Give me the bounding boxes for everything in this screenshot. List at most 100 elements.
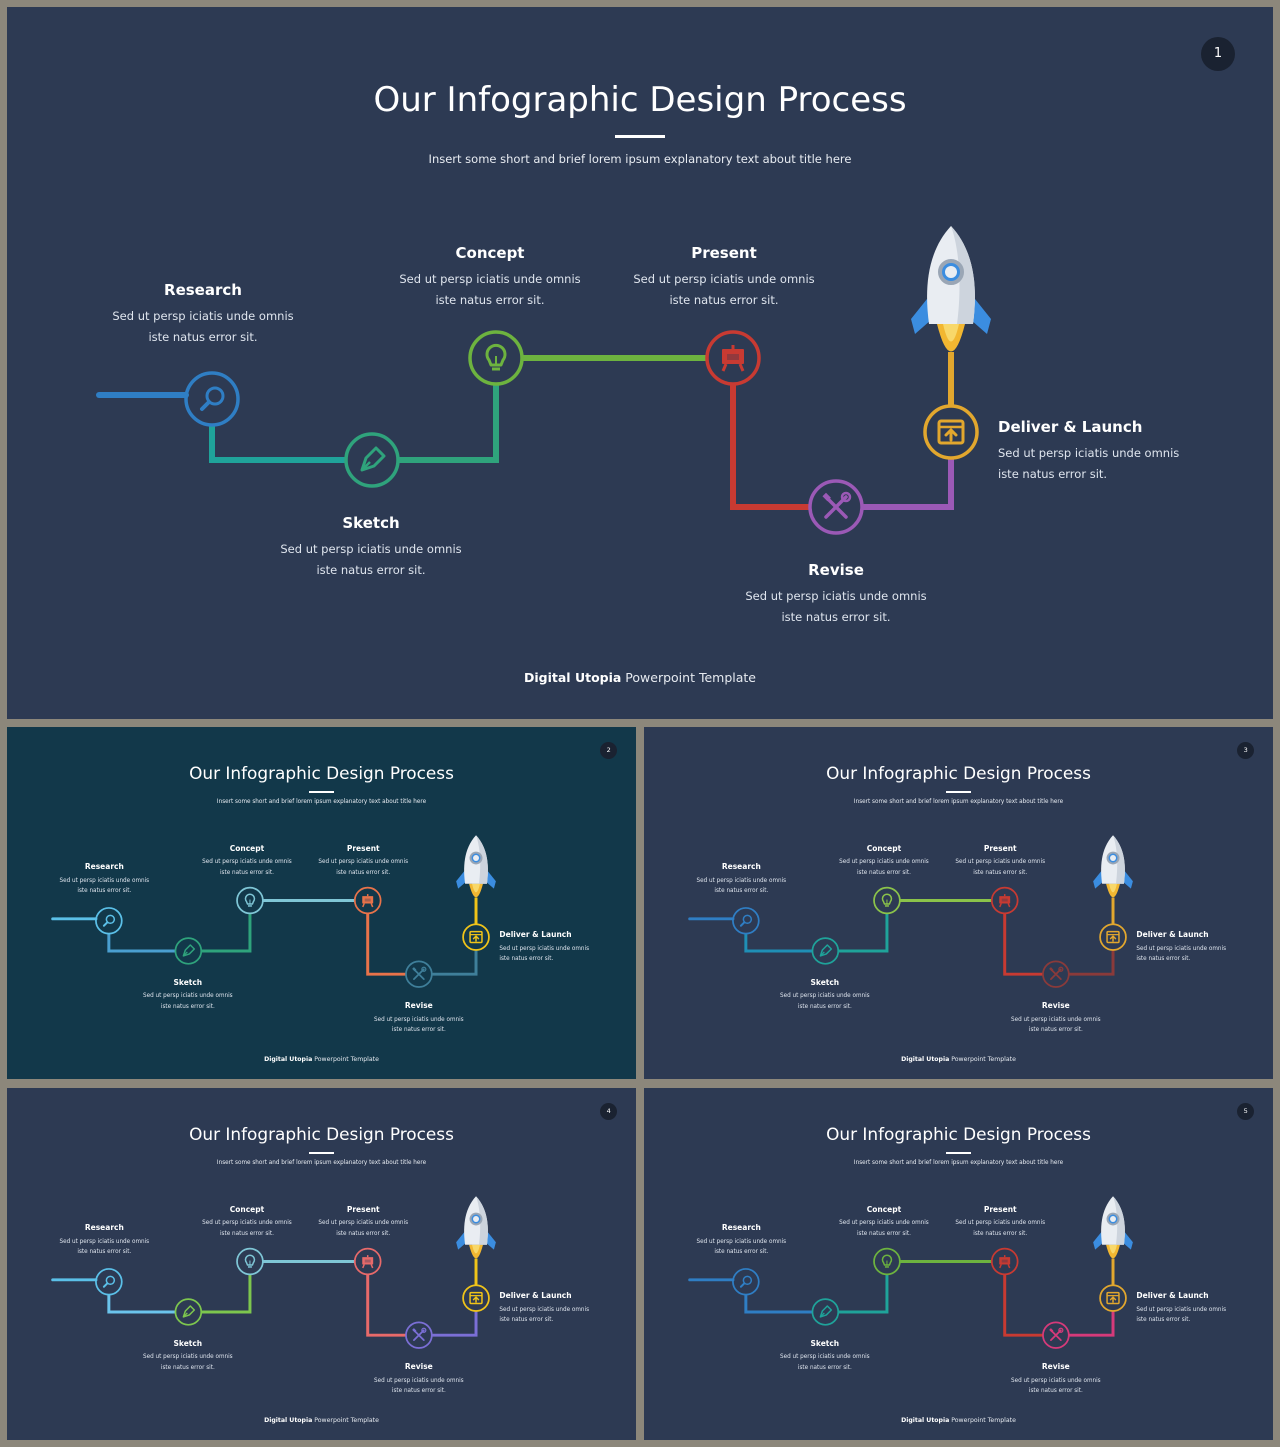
node-present: [990, 886, 1019, 915]
footer-brand: Digital Utopia: [901, 1056, 950, 1064]
step-research-title: Research: [721, 862, 761, 872]
step-concept: Concept Sed ut persp iciatis unde omnis …: [310, 242, 670, 311]
node-revise: [808, 479, 864, 535]
slide-subtitle: Insert some short and brief lorem ipsum …: [428, 152, 852, 166]
step-present-desc-line2: iste natus error sit.: [973, 1230, 1028, 1237]
pen-icon: [819, 1305, 833, 1318]
slide-5[interactable]: 5 Our Infographic Design Process Insert …: [644, 1088, 1273, 1440]
slide-subtitle: Insert some short and brief lorem ipsum …: [216, 1160, 427, 1166]
node-research: [95, 1268, 123, 1296]
step-present: Present Sed ut persp iciatis unde omnis …: [911, 1205, 1090, 1239]
presentation-board-icon: [999, 1255, 1011, 1269]
step-sketch: Sketch Sed ut persp iciatis unde omnis i…: [98, 978, 277, 1012]
step-deliver-desc-line2: iste natus error sit.: [499, 1317, 554, 1323]
path-sketch-concept: [838, 913, 889, 953]
presentation-board-icon: [721, 345, 745, 372]
launch-window-icon: [469, 930, 483, 944]
step-deliver-desc-line1: Sed ut persp iciatis unde omnis: [499, 1306, 590, 1313]
step-sketch: Sketch Sed ut persp iciatis unde omnis i…: [98, 1339, 277, 1373]
slide-2[interactable]: 2 Our Infographic Design Process Insert …: [7, 727, 636, 1079]
step-research-desc-line2: iste natus error sit.: [714, 887, 769, 894]
rocket-icon: [911, 226, 991, 352]
step-research: Research Sed ut persp iciatis unde omnis…: [652, 862, 831, 896]
launch-window-icon: [937, 419, 965, 445]
step-revise: Revise Sed ut persp iciatis unde omnis i…: [966, 1001, 1145, 1035]
step-research: Research Sed ut persp iciatis unde omnis…: [652, 1223, 831, 1257]
step-sketch: Sketch Sed ut persp iciatis unde omnis i…: [735, 978, 914, 1012]
node-sketch: [174, 937, 203, 965]
step-sketch-title: Sketch: [342, 514, 400, 532]
node-revise: [405, 1321, 433, 1349]
step-sketch: Sketch Sed ut persp iciatis unde omnis i…: [191, 512, 551, 581]
search-icon: [739, 1275, 753, 1288]
footer-text: Powerpoint Template: [312, 1417, 379, 1425]
process-diagram: [96, 226, 991, 535]
step-deliver-desc-line1: Sed ut persp iciatis unde omnis: [1136, 945, 1227, 952]
step-present-desc-line1: Sed ut persp iciatis unde omnis: [955, 859, 1046, 866]
step-sketch-desc-line1: Sed ut persp iciatis unde omnis: [280, 542, 462, 556]
path-revise-deliver: [1068, 949, 1115, 976]
path-research-sketch: [744, 1294, 813, 1314]
slide-number-badge: 5: [1237, 1102, 1255, 1120]
step-concept-desc-line2: iste natus error sit.: [856, 869, 911, 876]
step-present-title: Present: [983, 843, 1017, 853]
slide-subtitle: Insert some short and brief lorem ipsum …: [853, 1160, 1064, 1166]
step-concept-desc-line1: Sed ut persp iciatis unde omnis: [839, 1220, 929, 1227]
step-concept-title: Concept: [866, 1204, 902, 1214]
slide-footer: Digital Utopia Powerpoint Template: [644, 1055, 1273, 1065]
step-present-desc-line2: iste natus error sit.: [336, 1230, 391, 1237]
footer-text: Powerpoint Template: [949, 1417, 1016, 1425]
slide-subtitle: Insert some short and brief lorem ipsum …: [216, 799, 427, 805]
node-deliver: [1099, 1284, 1127, 1312]
step-deliver-title: Deliver & Launch: [1136, 930, 1209, 940]
step-concept: Concept Sed ut persp iciatis unde omnis …: [795, 844, 974, 878]
step-revise-title: Revise: [808, 561, 864, 579]
step-present-title: Present: [346, 843, 380, 853]
step-present-desc-line1: Sed ut persp iciatis unde omnis: [955, 1220, 1046, 1227]
presentation-board-icon: [362, 1255, 374, 1269]
step-present: Present Sed ut persp iciatis unde omnis …: [274, 1205, 453, 1239]
step-research-desc-line1: Sed ut persp iciatis unde omnis: [112, 309, 294, 323]
title-underline: [309, 790, 334, 793]
step-deliver-desc-line1: Sed ut persp iciatis unde omnis: [499, 945, 590, 952]
step-revise-desc-line1: Sed ut persp iciatis unde omnis: [745, 589, 927, 603]
node-concept: [873, 1247, 901, 1276]
path-research-sketch: [209, 425, 346, 463]
node-present: [353, 886, 382, 915]
slide-1[interactable]: 1 Our Infographic Design Process Insert …: [7, 7, 1273, 719]
process-diagram: [688, 835, 1133, 988]
slide-3[interactable]: 3 Our Infographic Design Process Insert …: [644, 727, 1273, 1079]
footer-brand: Digital Utopia: [264, 1056, 313, 1064]
process-diagram: [51, 1196, 496, 1349]
step-sketch-desc-line2: iste natus error sit.: [160, 1364, 215, 1371]
path-revise-deliver: [862, 458, 954, 510]
step-revise-title: Revise: [1041, 1362, 1070, 1372]
pen-icon: [819, 944, 833, 957]
step-deliver-desc-line2: iste natus error sit.: [499, 956, 554, 962]
step-concept-desc-line2: iste natus error sit.: [435, 293, 545, 307]
path-revise-deliver: [1068, 1310, 1115, 1337]
footer-text: Powerpoint Template: [621, 670, 756, 685]
step-concept-desc-line1: Sed ut persp iciatis unde omnis: [839, 859, 929, 866]
pen-icon: [182, 944, 196, 957]
node-present: [705, 330, 761, 386]
path-present-revise: [730, 384, 810, 510]
slide-footer: Digital Utopia Powerpoint Template: [7, 1416, 636, 1426]
step-sketch-desc-line1: Sed ut persp iciatis unde omnis: [780, 1354, 870, 1361]
step-deliver-desc-line2: iste natus error sit.: [998, 467, 1108, 481]
lightbulb-icon: [881, 893, 893, 907]
step-deliver: Deliver & Launch Sed ut persp iciatis un…: [1136, 930, 1226, 964]
step-research-title: Research: [164, 281, 242, 299]
pen-icon: [182, 1305, 196, 1318]
slide-4[interactable]: 4 Our Infographic Design Process Insert …: [7, 1088, 636, 1440]
step-revise-title: Revise: [404, 1362, 433, 1372]
tools-icon: [1049, 1327, 1064, 1341]
node-research: [732, 1268, 760, 1296]
path-revise-deliver: [431, 949, 478, 976]
node-revise: [405, 960, 433, 988]
slide-title: Our Infographic Design Process: [826, 762, 1091, 783]
node-present: [990, 1247, 1019, 1276]
step-present: Present Sed ut persp iciatis unde omnis …: [544, 242, 904, 311]
step-research-desc-line1: Sed ut persp iciatis unde omnis: [59, 1238, 150, 1245]
presentation-board-icon: [999, 894, 1011, 908]
